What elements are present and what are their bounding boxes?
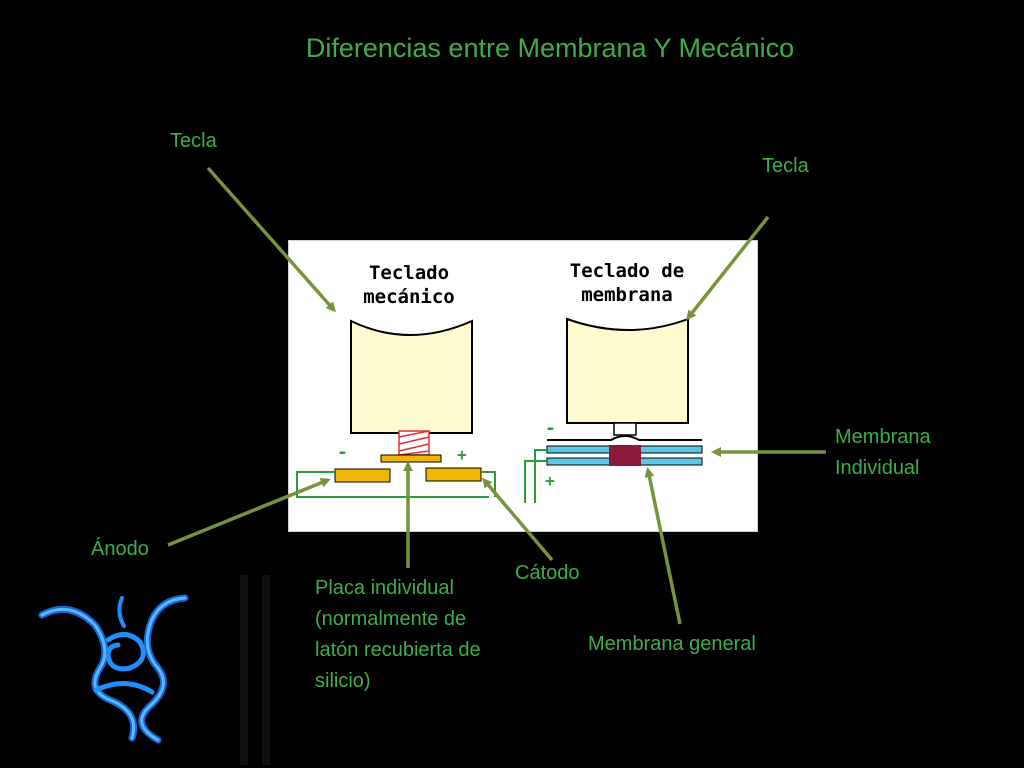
mechanical-wire-right (481, 471, 496, 497)
membrane-plus: + (545, 471, 555, 490)
anode-plate (334, 468, 391, 483)
keyboard-diagram: Teclado mecánico Teclado de membrana - +… (288, 240, 758, 532)
membrane-contact (609, 445, 641, 466)
arrow-membrana-general (644, 467, 682, 625)
arrow-anodo (167, 478, 331, 547)
label-anodo: Ánodo (91, 538, 149, 560)
membrane-title: Teclado de membrana (569, 260, 685, 306)
mech-plus: + (457, 445, 467, 464)
membrane-key (566, 317, 689, 424)
arrow-tecla-left (206, 166, 336, 313)
membrane-top-layer (547, 435, 702, 441)
mechanical-title: Teclado mecánico (363, 262, 455, 308)
label-tecla-left: Tecla (170, 130, 217, 152)
mechanical-wire-left (296, 471, 489, 498)
label-placa-individual: Placa individual (normalmente de latón r… (315, 577, 481, 692)
arrow-tecla-right (686, 215, 770, 321)
membrane-minus: - (545, 418, 556, 439)
label-tecla-right: Tecla (762, 155, 809, 177)
membrane-wire-top (534, 449, 547, 503)
cathode-plate (425, 467, 482, 482)
background-streaks (240, 575, 270, 765)
diagram-drawing (296, 317, 703, 503)
page-title: Diferencias entre Membrana Y Mecánico (305, 33, 795, 63)
mech-minus: - (337, 442, 348, 463)
razer-logo-icon (38, 594, 189, 744)
membrane-wire-bottom (524, 460, 547, 503)
label-catodo: Cátodo (515, 562, 580, 584)
arrow-catodo (482, 477, 554, 562)
label-membrana-general: Membrana general (588, 633, 756, 655)
label-membrana-individual: Membrana Individual (835, 426, 931, 479)
mechanical-key (350, 319, 473, 434)
